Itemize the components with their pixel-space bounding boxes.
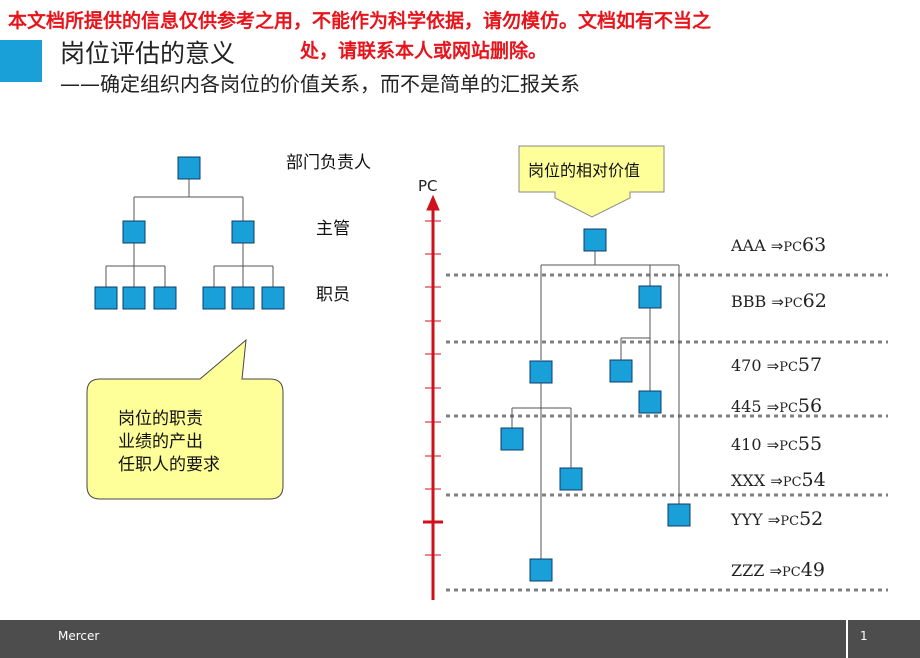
pc-row-code: YYY [731,510,763,529]
org-box-staff [153,286,177,310]
footer-brand: Mercer [58,629,100,643]
job-box-470-left [529,360,553,384]
pc-row-grade: 63 [802,234,827,256]
pc-row-code: 445 [731,397,762,416]
pc-row-prefix: PC [779,401,798,416]
job-box-410 [500,427,524,451]
pc-row: YYY ⇒PC52 [731,508,823,530]
page-title: 岗位评估的意义 [60,39,236,68]
arrow-icon: ⇒ [767,511,781,529]
callout-bubble [86,338,284,500]
pc-row-grade: 49 [800,559,825,581]
pc-row-grade: 52 [799,508,824,530]
page-subtitle: ——确定组织内各岗位的价值关系，而不是简单的汇报关系 [60,72,580,96]
pc-row-code: AAA [731,236,766,255]
org-box-staff [261,286,285,310]
pc-row-grade: 62 [802,290,827,312]
pc-row-code: 470 [731,356,762,375]
pc-row-prefix: PC [780,514,800,529]
org-level-supervisor-label: 主管 [316,219,350,239]
org-box-staff [94,286,118,310]
job-box-bbb [638,285,662,309]
org-level-staff-label: 职员 [316,285,350,305]
job-box-aaa [583,228,607,252]
pc-row: BBB ⇒PC62 [731,290,827,312]
value-box-arrow [518,145,665,218]
job-box-470-right [609,359,633,383]
watermark-disclaimer: 处，请联系本人或网站删除。 [300,40,548,62]
pc-axis-label: PC [418,177,438,195]
diagram-canvas [86,145,888,600]
job-box-zzz [529,558,553,582]
pc-row: AAA ⇒PC63 [731,234,826,256]
org-chart-connectors [105,179,274,287]
value-chart-boxes [500,228,691,582]
watermark-disclaimer: 本文档所提供的信息仅供参考之用，不能作为科学依据，请勿模仿。文档如有不当之 [8,10,712,32]
org-box-staff [122,286,146,310]
pc-row-prefix: PC [783,240,803,255]
pc-row: 470 ⇒PC57 [731,354,822,376]
band-separators [446,273,888,592]
org-box-staff [202,286,226,310]
pc-row: 445 ⇒PC56 [731,395,822,417]
pc-row: XXX ⇒PC54 [731,469,826,491]
org-chart-boxes [94,156,285,310]
job-box-445 [638,390,662,414]
footer-divider [846,620,848,658]
relative-value-label: 岗位的相对价值 [528,161,641,180]
pc-row-prefix: PC [779,439,798,454]
pc-row-code: XXX [731,471,766,490]
callout-text: 岗位的职责 业绩的产出 任职人的要求 [118,408,220,477]
arrow-icon: ⇒ [770,472,783,490]
arrow-icon: ⇒ [771,293,784,311]
pc-row-prefix: PC [783,296,803,311]
pc-row-grade: 56 [797,395,823,417]
pc-row-code: ZZZ [731,561,765,580]
page-number: 1 [860,629,868,643]
pc-row-grade: 54 [801,469,826,491]
org-box-supervisor [122,220,146,244]
pc-row-code: 410 [731,435,762,454]
pc-row-prefix: PC [782,475,802,490]
job-box-xxx [559,467,583,491]
arrow-icon: ⇒ [766,357,780,375]
pc-row-grade: 55 [797,433,823,455]
pc-row: 410 ⇒PC55 [731,433,822,455]
footer-bar [0,620,920,658]
callout-line: 任职人的要求 [118,455,220,475]
callout-line: 业绩的产出 [118,432,203,452]
arrow-icon: ⇒ [769,562,783,580]
job-box-yyy [667,503,691,527]
title-accent-square [0,40,42,82]
pc-row-prefix: PC [779,360,798,375]
pc-row-prefix: PC [782,565,801,580]
pc-row: ZZZ ⇒PC49 [731,559,825,581]
pc-row-grade: 57 [797,354,823,376]
pc-row-code: BBB [731,292,767,311]
org-box-staff [231,286,255,310]
arrow-icon: ⇒ [766,436,780,454]
org-box-head [177,156,201,180]
org-box-supervisor [231,220,255,244]
org-level-head-label: 部门负责人 [286,153,371,173]
arrow-icon: ⇒ [766,398,780,416]
value-chart-connectors [511,251,680,559]
pc-axis [423,194,443,600]
callout-line: 岗位的职责 [118,409,203,429]
arrow-icon: ⇒ [770,237,784,255]
